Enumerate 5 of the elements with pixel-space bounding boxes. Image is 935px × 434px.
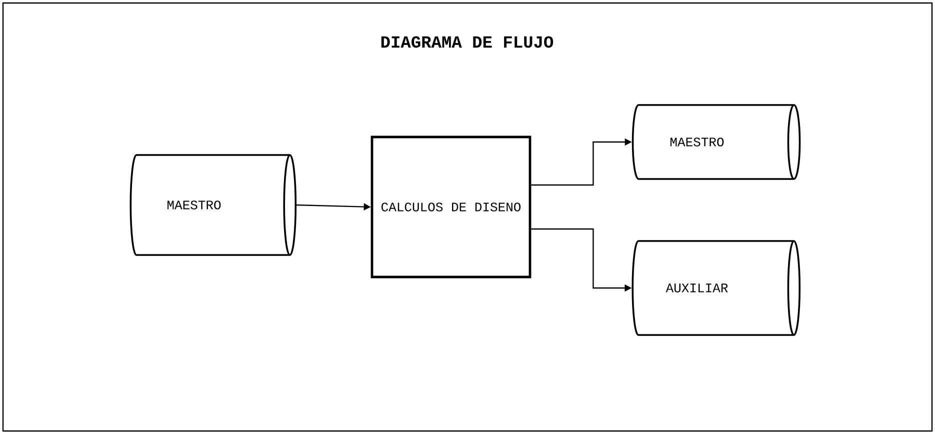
title: DIAGRAMA DE FLUJO — [381, 36, 554, 48]
storage-cylinder: MAESTRO — [632, 104, 801, 180]
storage-cylinder: MAESTRO — [130, 154, 297, 256]
storage-cylinder: AUXILIAR — [632, 240, 801, 336]
process-box: CALCULOS DE DISENO — [370, 136, 532, 278]
